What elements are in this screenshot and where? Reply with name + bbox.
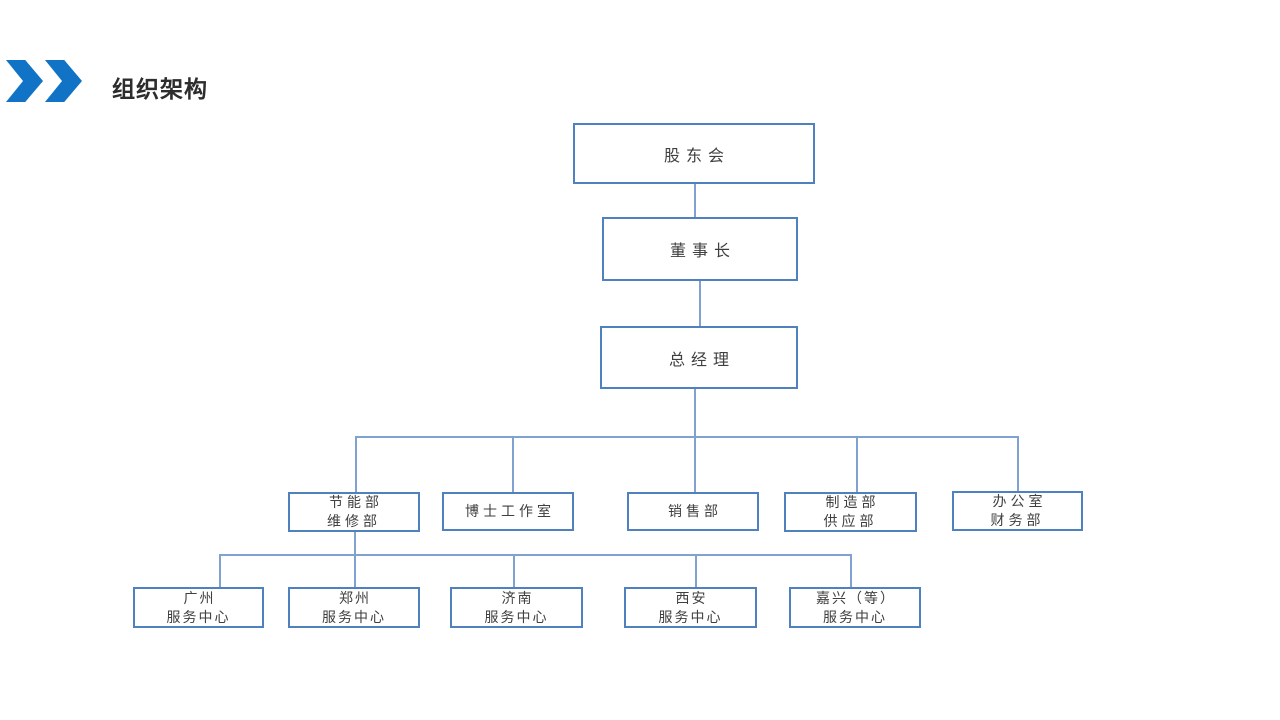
org-node-label: 董事长 — [669, 243, 736, 260]
connector-line — [1017, 436, 1019, 491]
connector-line — [695, 554, 697, 587]
connector-line — [699, 281, 701, 326]
org-node-label: 销售部 — [668, 503, 722, 519]
connector-line — [856, 436, 858, 492]
org-node-label: 办公室 财务部 — [990, 493, 1047, 528]
org-node-label: 股东会 — [663, 147, 730, 165]
org-node-label: 博士工作室 — [465, 503, 555, 519]
org-node-manufacturing-supply-dept: 制造部 供应部 — [784, 492, 917, 532]
org-node-label: 制造部 供应部 — [823, 494, 880, 529]
connector-line — [355, 436, 1018, 438]
org-node-label: 嘉兴（等） 服务中心 — [816, 589, 896, 625]
connector-line — [219, 554, 221, 587]
org-node-xian-service-center: 西安 服务中心 — [624, 587, 757, 628]
connector-line — [354, 532, 356, 587]
org-node-office-finance-dept: 办公室 财务部 — [952, 491, 1083, 531]
org-node-label: 总经理 — [668, 351, 735, 369]
org-node-energy-maintenance-dept: 节能部 维修部 — [288, 492, 420, 532]
org-node-label: 广州 服务中心 — [166, 589, 231, 625]
org-node-label: 节能部 维修部 — [327, 494, 383, 529]
connector-line — [219, 554, 850, 556]
page-title: 组织架构 — [112, 76, 208, 102]
chevron-icon — [6, 60, 43, 102]
org-node-jiaxing-service-center: 嘉兴（等） 服务中心 — [789, 587, 921, 628]
connector-line — [694, 389, 696, 437]
org-node-sales-dept: 销售部 — [627, 492, 759, 531]
connector-line — [694, 184, 696, 217]
org-node-label: 西安 服务中心 — [658, 589, 723, 625]
org-node-chairman: 董事长 — [602, 217, 798, 281]
org-node-doctor-studio: 博士工作室 — [442, 492, 574, 531]
connector-line — [513, 554, 515, 587]
org-node-label: 郑州 服务中心 — [322, 589, 386, 625]
connector-line — [850, 554, 852, 587]
org-node-jinan-service-center: 济南 服务中心 — [450, 587, 583, 628]
org-node-guangzhou-service-center: 广州 服务中心 — [133, 587, 264, 628]
connector-line — [694, 436, 696, 492]
org-node-zhengzhou-service-center: 郑州 服务中心 — [288, 587, 420, 628]
chevron-icon — [45, 60, 82, 102]
org-node-label: 济南 服务中心 — [484, 589, 549, 625]
connector-line — [355, 436, 357, 492]
org-node-general-manager: 总经理 — [600, 326, 798, 389]
connector-line — [512, 436, 514, 492]
org-node-shareholders: 股东会 — [573, 123, 815, 184]
